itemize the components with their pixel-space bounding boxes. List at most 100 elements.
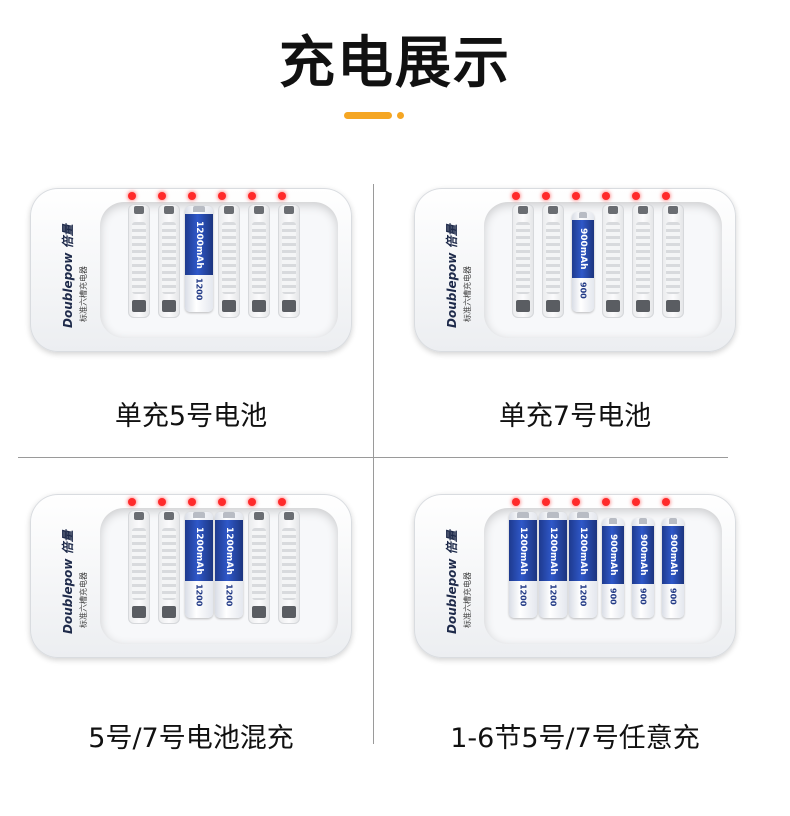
battery-capacity-label: 1200mAh xyxy=(194,220,204,269)
slot-spring xyxy=(636,222,650,294)
battery-terminal xyxy=(193,206,205,212)
battery-model-label: 900 xyxy=(638,587,648,605)
aa-battery: 1200mAh 1200 xyxy=(539,512,567,618)
led-row xyxy=(509,498,699,510)
battery-terminal xyxy=(577,512,589,518)
slot-spring xyxy=(162,528,176,600)
charge-indicator-led xyxy=(632,498,640,506)
page-title: 充电展示 xyxy=(279,31,511,96)
empty-battery-slot xyxy=(662,204,684,318)
charge-indicator-led xyxy=(128,192,136,200)
slot-spring xyxy=(282,222,296,294)
slot-contact-top xyxy=(134,206,144,214)
slot-contact-bottom xyxy=(222,300,236,312)
brand-logo: Doublepow 倍量标准六槽充电器 xyxy=(436,204,496,334)
battery-model-label: 900 xyxy=(668,587,678,605)
battery-label-band xyxy=(572,220,594,278)
empty-battery-slot xyxy=(542,204,564,318)
empty-battery-slot xyxy=(278,510,300,624)
slot-contact-top xyxy=(284,206,294,214)
charge-indicator-led xyxy=(158,192,166,200)
battery-model-label: 1200 xyxy=(194,277,204,301)
slot-spring xyxy=(252,528,266,600)
charge-indicator-led xyxy=(248,498,256,506)
battery-label-band xyxy=(662,526,684,584)
battery-model-label: 1200 xyxy=(578,583,588,607)
charge-indicator-led xyxy=(602,192,610,200)
slot-contact-bottom xyxy=(132,606,146,618)
slot-contact-bottom xyxy=(666,300,680,312)
battery-capacity-label: 1200mAh xyxy=(224,526,234,575)
slot-contact-bottom xyxy=(282,606,296,618)
aa-battery: 1200mAh 1200 xyxy=(185,206,213,312)
charge-indicator-led xyxy=(248,192,256,200)
battery-label-band xyxy=(632,526,654,584)
brand-logo-graphic: Doublepow 倍量标准六槽充电器 xyxy=(445,222,472,328)
empty-battery-slot xyxy=(632,204,654,318)
empty-battery-slot xyxy=(248,510,270,624)
divider-vertical xyxy=(373,184,374,744)
charge-indicator-led xyxy=(572,192,580,200)
battery-capacity-label: 900mAh xyxy=(578,228,588,270)
slot-spring xyxy=(666,222,680,294)
brand-name: Doublepow 倍量 xyxy=(445,222,459,328)
slot-contact-top xyxy=(284,512,294,520)
slot-contact-bottom xyxy=(636,300,650,312)
charge-indicator-led xyxy=(512,192,520,200)
empty-battery-slot xyxy=(158,204,180,318)
battery-label-band xyxy=(215,520,243,582)
slot-contact-bottom xyxy=(606,300,620,312)
slot-contact-top xyxy=(254,512,264,520)
slot-contact-bottom xyxy=(132,300,146,312)
charge-indicator-led xyxy=(662,192,670,200)
slot-contact-bottom xyxy=(162,300,176,312)
battery-terminal xyxy=(547,512,559,518)
slot-spring xyxy=(516,222,530,294)
battery-label-band xyxy=(185,520,213,582)
slot-spring xyxy=(252,222,266,294)
slot-contact-bottom xyxy=(282,300,296,312)
charge-indicator-led xyxy=(188,498,196,506)
slot-contact-top xyxy=(254,206,264,214)
charge-indicator-led xyxy=(632,192,640,200)
slot-contact-top xyxy=(518,206,528,214)
panel-caption: 1-6节5号/7号任意充 xyxy=(450,723,700,754)
battery-terminal xyxy=(578,212,588,218)
battery-model-label: 1200 xyxy=(518,583,528,607)
brand-name: Doublepow 倍量 xyxy=(445,528,459,634)
charge-indicator-led xyxy=(278,192,286,200)
brand-name: Doublepow 倍量 xyxy=(61,222,75,328)
slot-contact-top xyxy=(608,206,618,214)
battery-model-label: 1200 xyxy=(548,583,558,607)
battery-capacity-label: 900mAh xyxy=(608,534,618,576)
charge-indicator-led xyxy=(572,498,580,506)
battery-terminal xyxy=(223,512,235,518)
battery-model-label: 1200 xyxy=(194,583,204,607)
battery-label-band xyxy=(602,526,624,584)
charge-indicator-led xyxy=(542,192,550,200)
charge-indicator-led xyxy=(188,192,196,200)
battery-label-band xyxy=(509,520,537,582)
slot-contact-top xyxy=(164,512,174,520)
slot-contact-bottom xyxy=(162,606,176,618)
battery-capacity-label: 1200mAh xyxy=(548,526,558,575)
panel-caption: 5号/7号电池混充 xyxy=(88,723,294,754)
led-row xyxy=(509,192,699,204)
slot-contact-bottom xyxy=(252,300,266,312)
charge-indicator-led xyxy=(602,498,610,506)
battery-model-label: 900 xyxy=(608,587,618,605)
charge-indicator-led xyxy=(662,498,670,506)
battery-model-label: 1200 xyxy=(224,583,234,607)
charge-indicator-led xyxy=(128,498,136,506)
battery-terminal xyxy=(608,518,618,524)
led-row xyxy=(125,498,315,510)
battery-terminal xyxy=(668,518,678,524)
brand-logo: Doublepow 倍量标准六槽充电器 xyxy=(52,510,112,640)
slot-contact-top xyxy=(224,206,234,214)
